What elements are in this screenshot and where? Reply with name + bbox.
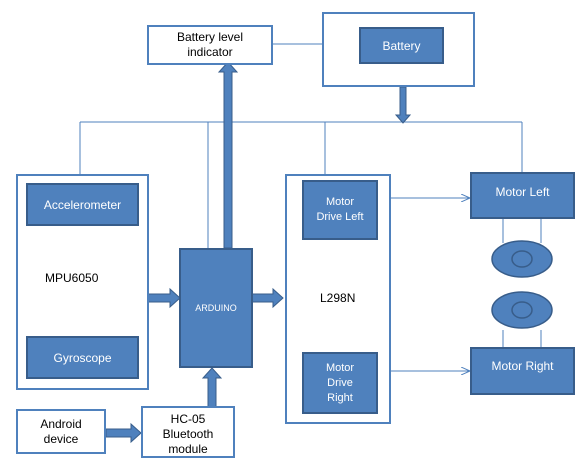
motor-right-block: Motor Right: [470, 347, 575, 395]
battery-block: Battery: [359, 27, 444, 64]
battery-label: Battery: [382, 38, 421, 53]
gyroscope-block: Gyroscope: [26, 336, 139, 379]
arduino-to-indicator-arrow: [217, 61, 239, 249]
hc05-label: HC-05 Bluetooth module: [162, 412, 214, 456]
motor-drive-right-block: Motor Drive Right: [302, 352, 378, 414]
android-device-block: Android device: [16, 409, 106, 454]
motor-left-block: Motor Left: [470, 172, 575, 219]
battery-down-arrow: [394, 86, 412, 124]
hc05-to-arduino-arrow: [201, 367, 223, 408]
mpu6050-label: MPU6050: [45, 271, 99, 285]
motor-drive-right-label: Motor Drive Right: [325, 361, 355, 404]
arduino-label: ARDUINO: [195, 303, 237, 313]
l298n-label: L298N: [320, 291, 356, 305]
battery-level-indicator-block: Battery level indicator: [147, 25, 273, 65]
arduino-block: ARDUINO: [179, 248, 253, 368]
wheel-top: [491, 240, 553, 278]
accelerometer-label: Accelerometer: [43, 197, 122, 212]
wheel-bottom-hub: [511, 301, 533, 319]
arduino-to-l298n-arrow: [251, 287, 284, 309]
motor-left-label: Motor Left: [495, 185, 550, 199]
motor-drive-left-label: Motor Drive Left: [316, 196, 364, 223]
wheel-top-hub: [511, 250, 533, 268]
android-to-hc05-arrow: [105, 422, 142, 444]
mpu-to-arduino-arrow: [146, 287, 181, 309]
accelerometer-block: Accelerometer: [26, 183, 139, 226]
hc05-block: HC-05 Bluetooth module: [141, 406, 235, 458]
motor-right-label: Motor Right: [491, 359, 554, 373]
motor-drive-left-block: Motor Drive Left: [302, 180, 378, 240]
android-device-label: Android device: [40, 416, 82, 446]
wheel-bottom: [491, 291, 553, 329]
gyroscope-label: Gyroscope: [53, 350, 112, 365]
battery-level-indicator-label: Battery level indicator: [176, 30, 244, 59]
